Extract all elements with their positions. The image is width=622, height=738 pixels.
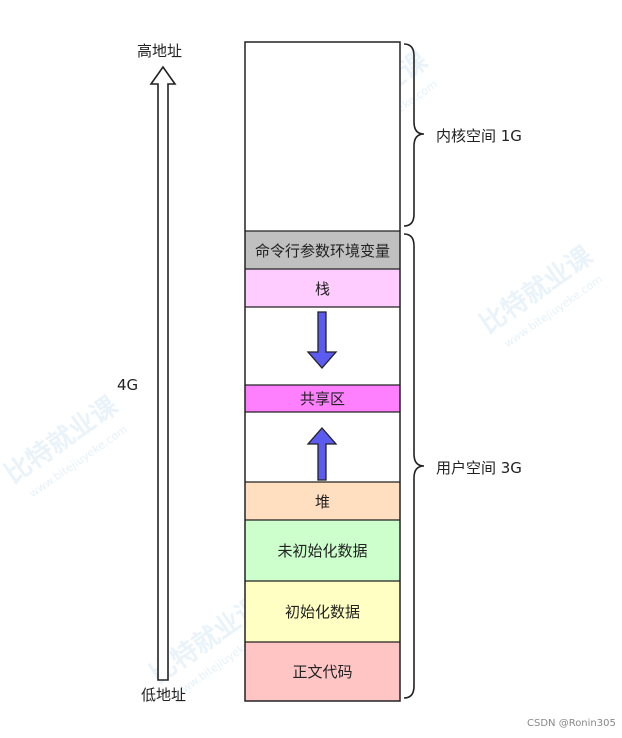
segment-shared: 共享区 [245, 385, 400, 412]
low-address-label: 低地址 [141, 686, 187, 704]
stack-down-arrow-icon [306, 311, 338, 369]
user-space-label: 用户空间 3G [436, 459, 522, 477]
segment-label: 命令行参数环境变量 [254, 241, 390, 260]
user-brace-icon [403, 233, 425, 699]
high-address-label: 高地址 [137, 42, 183, 60]
kernel-brace-icon [403, 43, 425, 227]
total-size-label: 4G [117, 376, 139, 394]
segment-args-env: 命令行参数环境变量 [245, 231, 400, 269]
segment-stack: 栈 [245, 269, 400, 307]
segment-data: 初始化数据 [245, 581, 400, 642]
segment-heap: 堆 [245, 482, 400, 520]
address-up-arrow-icon [149, 65, 177, 681]
address-space-border [244, 41, 401, 702]
segment-label: 正文代码 [292, 663, 353, 681]
segment-dividers [245, 230, 400, 643]
segment-bss: 未初始化数据 [245, 520, 400, 581]
kernel-space-label: 内核空间 1G [436, 127, 522, 145]
segment-label: 堆 [314, 492, 330, 511]
segment-label: 初始化数据 [284, 603, 360, 621]
segment-text: 正文代码 [245, 642, 400, 701]
segment-label: 栈 [314, 279, 330, 298]
segment-kernel [245, 42, 400, 231]
credit-text: CSDN @Ronin305 [527, 718, 616, 729]
heap-up-arrow-icon [306, 427, 338, 481]
segment-label: 未初始化数据 [277, 542, 368, 560]
segment-label: 共享区 [299, 390, 345, 408]
